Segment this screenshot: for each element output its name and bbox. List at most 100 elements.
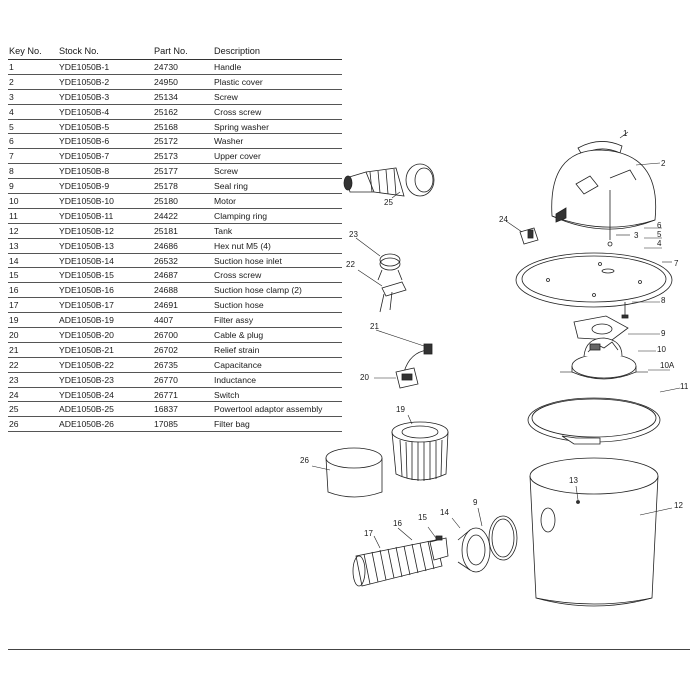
cell-part-no: 25177 (154, 163, 214, 180)
callout-12: 12 (674, 501, 683, 510)
cell-description: Tank (214, 223, 342, 239)
inductance-part (377, 253, 403, 281)
cell-description: Hex nut M5 (4) (214, 238, 342, 254)
cell-part-no: 26770 (154, 372, 214, 388)
tank-part (529, 457, 659, 607)
cell-part-no: 4407 (154, 312, 214, 329)
cell-key-no: 23 (8, 372, 59, 388)
filter-bag-part (325, 447, 383, 498)
cell-description: Relief strain (214, 342, 342, 358)
cell-stock-no: YDE1050B-20 (59, 327, 154, 343)
header-part-no: Part No. (154, 46, 214, 60)
cell-part-no: 24686 (154, 238, 214, 254)
cell-stock-no: ADE1050B-25 (59, 401, 154, 418)
cell-part-no: 24422 (154, 208, 214, 224)
cell-part-no: 25173 (154, 148, 214, 165)
cell-part-no: 26532 (154, 253, 214, 269)
cell-part-no: 24688 (154, 282, 214, 299)
screw-stack-part (607, 190, 613, 247)
cell-description: Suction hose inlet (214, 253, 342, 269)
callout-24: 24 (499, 215, 508, 224)
cell-stock-no: YDE1050B-8 (59, 163, 154, 180)
cell-part-no: 17085 (154, 416, 214, 433)
callout-1: 1 (623, 129, 628, 138)
cell-description: Filter assy (214, 312, 342, 329)
cell-description: Plastic cover (214, 74, 342, 90)
cell-stock-no: YDE1050B-6 (59, 133, 154, 150)
capacitance-part (379, 281, 407, 313)
cell-stock-no: YDE1050B-17 (59, 297, 154, 314)
cell-key-no: 8 (8, 163, 59, 180)
cell-stock-no: YDE1050B-23 (59, 372, 154, 388)
callout-22: 22 (346, 260, 355, 269)
powertool-adaptor-part (343, 163, 435, 197)
cell-key-no: 5 (8, 119, 59, 135)
cell-key-no: 12 (8, 223, 59, 239)
header-description: Description (214, 46, 342, 60)
cell-part-no: 26771 (154, 387, 214, 403)
callout-21: 21 (370, 322, 379, 331)
cell-description: Screw (214, 163, 342, 180)
cell-stock-no: YDE1050B-11 (59, 208, 154, 224)
cell-part-no: 24691 (154, 297, 214, 314)
cell-stock-no: YDE1050B-7 (59, 148, 154, 165)
cell-description: Powertool adaptor assembly (214, 401, 342, 418)
cell-description: Washer (214, 133, 342, 150)
cell-key-no: 7 (8, 148, 59, 165)
cell-key-no: 2 (8, 74, 59, 90)
callout-16: 16 (393, 519, 402, 528)
cell-description: Cross screw (214, 267, 342, 284)
cell-description: Motor (214, 193, 342, 209)
cell-key-no: 6 (8, 133, 59, 150)
cell-description: Spring washer (214, 119, 342, 135)
cell-key-no: 24 (8, 387, 59, 403)
cell-stock-no: YDE1050B-5 (59, 119, 154, 135)
callout-7: 7 (674, 259, 679, 268)
cell-part-no: 24950 (154, 74, 214, 90)
cell-key-no: 19 (8, 312, 59, 329)
cell-part-no: 25134 (154, 89, 214, 105)
cell-stock-no: YDE1050B-22 (59, 357, 154, 373)
cell-description: Filter bag (214, 416, 342, 433)
cell-description: Cable & plug (214, 327, 342, 343)
cell-description: Handle (214, 59, 342, 75)
cell-part-no: 16837 (154, 401, 214, 418)
cell-key-no: 26 (8, 416, 59, 433)
callout-25: 25 (384, 198, 393, 207)
cell-description: Screw (214, 89, 342, 105)
upper-cover-part (515, 252, 673, 308)
cell-key-no: 25 (8, 401, 59, 418)
plastic-cover-part (551, 149, 657, 230)
cell-part-no: 25178 (154, 178, 214, 195)
cell-key-no: 13 (8, 238, 59, 254)
callout-10a: 10A (660, 361, 675, 370)
filter-assy-part (391, 421, 449, 481)
callout-26: 26 (300, 456, 309, 465)
header-key-no: Key No. (8, 46, 59, 60)
suction-hose-part (352, 539, 443, 587)
cell-stock-no: YDE1050B-12 (59, 223, 154, 239)
cell-key-no: 17 (8, 297, 59, 314)
bottom-rule (8, 649, 690, 650)
cell-stock-no: YDE1050B-4 (59, 104, 154, 120)
hose-clamp-part (429, 535, 449, 561)
cell-key-no: 4 (8, 104, 59, 120)
cell-stock-no: YDE1050B-13 (59, 238, 154, 254)
cell-key-no: 22 (8, 357, 59, 373)
callout-9-lower: 9 (473, 498, 478, 507)
clamping-ring-part (527, 397, 661, 445)
cell-part-no: 25172 (154, 133, 214, 150)
cell-stock-no: YDE1050B-3 (59, 89, 154, 105)
cable-plug-part (395, 343, 433, 389)
callout-11: 11 (680, 382, 689, 391)
